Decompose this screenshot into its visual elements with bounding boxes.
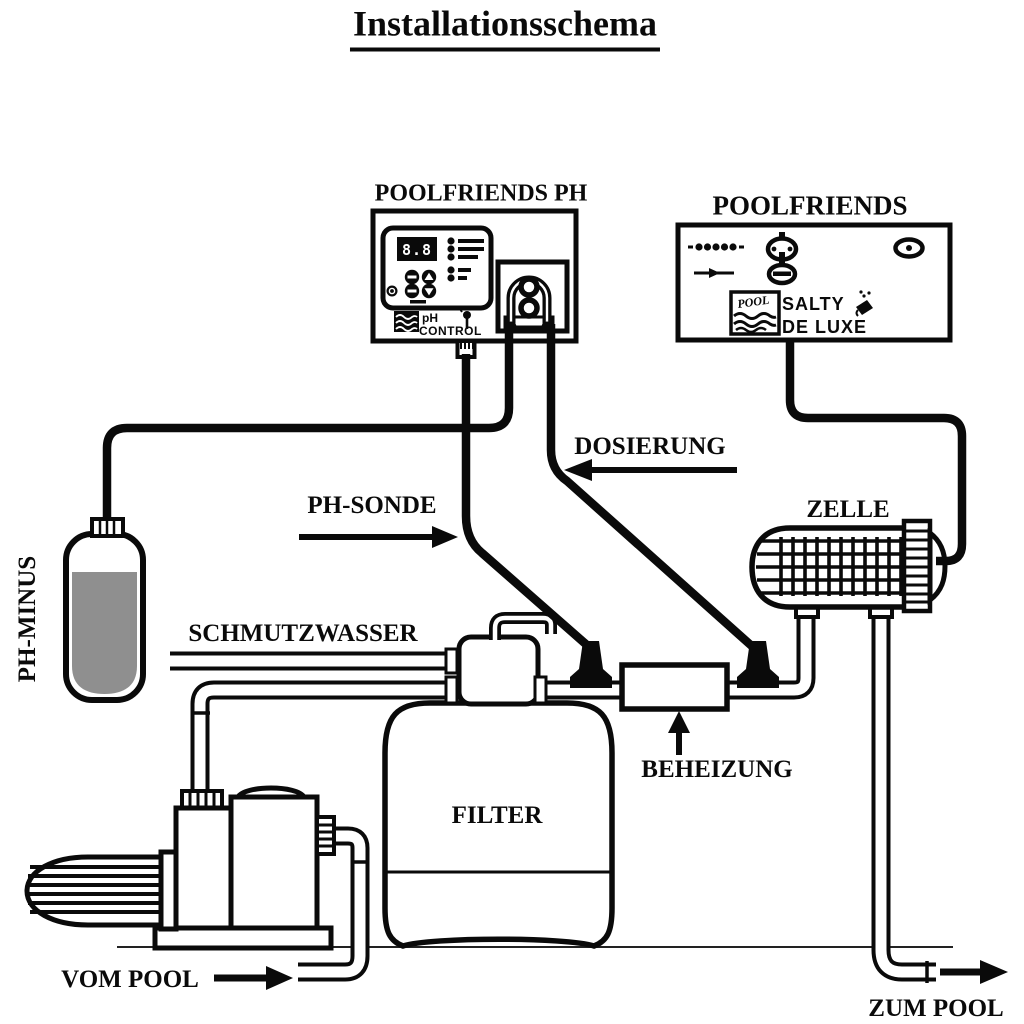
sand-filter [382,612,615,949]
heating-label: BEHEIZUNG [641,756,793,783]
filter-tank [382,700,615,949]
to-pool-label: ZUM POOL [868,995,1004,1022]
circulation-pump [24,785,336,951]
pump-roller [518,297,540,319]
heating-arrow [668,711,690,755]
brand-line2: CONTROL [419,324,482,338]
valve-port-flange [533,675,548,705]
cell-end-cap [927,527,948,606]
cell-label: ZELLE [806,496,890,523]
salt-cell [749,518,948,619]
flow-arrows [214,459,1008,990]
brand-line1: SALTY [782,294,845,314]
ph-controller-box: 8.8 pH CONTROL [370,208,579,359]
dosing-arrow [564,459,737,481]
salt-shaker-icon [855,290,873,317]
bnc-plug-icon [459,308,471,329]
valve-port-flange [444,647,459,675]
ph-controller-label: POOLFRIENDS PH [374,180,588,207]
brand-line1: pH [422,311,438,325]
motor-fins [27,865,161,914]
multiport-valve [456,634,541,707]
from-pool-label: VOM POOL [61,966,199,993]
status-leds [447,237,484,282]
peristaltic-pump [495,259,570,334]
ph-probe-cable [461,354,591,650]
ph-probe-label: PH-SONDE [307,492,437,519]
slider-control [694,268,734,278]
pump-body [228,794,320,931]
waste-water-label: SCHMUTZWASSER [188,620,418,647]
cell-grid [756,537,903,596]
pump-prefilter-tower [173,805,234,931]
ph-probe-fitting [570,641,612,688]
canister-liquid [72,572,137,694]
ph-minus-label: PH-MINUS [14,555,41,683]
cell-to-pool-pipe [871,610,936,982]
dosing-tube [546,324,757,652]
clamp-fittings [765,232,799,286]
display-value: 8.8 [402,241,432,259]
valve-port-flange [444,675,459,705]
ph-minus-canister [63,517,146,703]
suction-tube [102,324,514,524]
cell-cable [785,339,967,566]
salt-system-box: POOL SALTY DE LUXE [675,222,953,343]
sight-glass [893,237,925,259]
discharge-connector [315,815,336,856]
from-pool-arrow [214,966,293,990]
filter-label: FILTER [451,802,543,829]
dots-indicator [688,243,744,251]
heater-box [619,662,730,712]
salty-brand: POOL SALTY DE LUXE [729,290,873,337]
brand-line2: DE LUXE [782,317,867,337]
controller-buttons [386,269,437,304]
ph-control-brand: pH CONTROL [394,308,482,338]
water-pipes [170,610,936,983]
pump-roller [518,276,540,298]
salt-system-label: POOLFRIENDS [712,190,908,221]
diagram-title: Installationsschema [349,3,661,52]
dosing-injector-fitting [737,641,779,688]
dosing-label: DOSIERUNG [574,433,726,460]
pump-base [152,925,334,951]
salt-logo-text: POOL [736,293,770,311]
power-button [386,285,398,297]
ph-probe-arrow [299,526,458,548]
seven-segment-display [397,237,437,261]
to-pool-arrow [940,960,1008,984]
